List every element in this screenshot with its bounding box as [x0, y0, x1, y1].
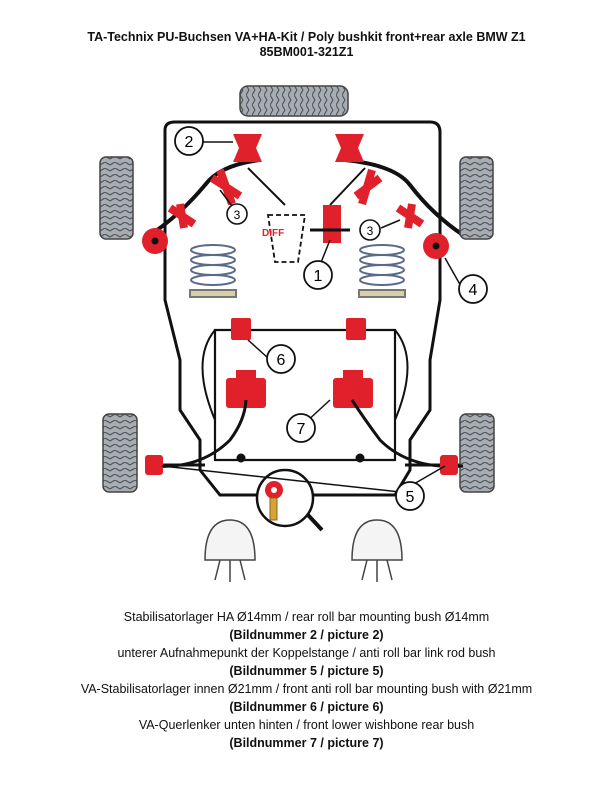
callout-3-left: 3	[226, 203, 248, 225]
callout-3-right: 3	[359, 219, 381, 241]
rear-left-spring	[189, 244, 237, 298]
differential: DIFF	[262, 205, 350, 263]
title-line-1: TA-Technix PU-Buchsen VA+HA-Kit / Poly b…	[87, 30, 526, 44]
caption-picture-ref: (Bildnummer 5 / picture 5)	[229, 664, 384, 678]
rear-right-tyre	[459, 156, 494, 240]
svg-text:6: 6	[277, 352, 286, 369]
svg-text:4: 4	[469, 282, 478, 299]
caption-line: VA-Querlenker unten hinten / front lower…	[138, 718, 475, 732]
svg-text:1: 1	[314, 268, 323, 285]
svg-text:5: 5	[406, 489, 415, 506]
caption-list: Stabilisatorlager HA Ø14mm / rear roll b…	[0, 608, 613, 752]
spare-tyre	[239, 85, 349, 117]
title-line-2: 85BM001-321Z1	[259, 45, 354, 59]
front-right-tyre	[459, 413, 495, 493]
rear-left-tyre	[99, 156, 134, 240]
svg-text:2: 2	[185, 134, 194, 151]
rear-arms	[148, 158, 465, 237]
wishbone-bushes	[226, 370, 373, 408]
callout-6: 6	[266, 344, 296, 374]
callout-2: 2	[174, 126, 204, 156]
product-title: TA-Technix PU-Buchsen VA+HA-Kit / Poly b…	[0, 30, 613, 60]
callout-5: 5	[395, 481, 425, 511]
svg-text:3: 3	[234, 208, 241, 222]
svg-text:3: 3	[367, 224, 374, 238]
front-arms	[149, 399, 464, 468]
rear-right-spring	[358, 244, 406, 298]
front-shock-absorbers	[204, 519, 403, 582]
svg-text:7: 7	[297, 421, 306, 438]
caption-line: VA-Stabilisatorlager innen Ø21mm / front…	[80, 682, 533, 696]
diff-label: DIFF	[262, 228, 284, 239]
suspension-bush-diagram: DIFF	[99, 85, 495, 582]
front-roll-bar-bushes	[231, 318, 366, 340]
rear-hub-bushes	[142, 228, 449, 259]
rear-roll-bar-bushes	[233, 134, 364, 162]
caption-line: unterer Aufnahmepunkt der Koppelstange /…	[117, 646, 496, 660]
caption-picture-ref: (Bildnummer 7 / picture 7)	[229, 736, 384, 750]
link-bushes	[167, 168, 425, 229]
callout-4: 4	[458, 274, 488, 304]
front-left-tyre	[102, 413, 138, 493]
bush-detail-magnifier	[255, 468, 324, 532]
caption-picture-ref: (Bildnummer 2 / picture 2)	[229, 628, 384, 642]
caption-line: Stabilisatorlager HA Ø14mm / rear roll b…	[123, 610, 490, 624]
callout-7: 7	[286, 413, 316, 443]
caption-picture-ref: (Bildnummer 6 / picture 6)	[229, 700, 384, 714]
front-hub-bushes	[145, 455, 458, 475]
callout-1: 1	[303, 260, 333, 290]
